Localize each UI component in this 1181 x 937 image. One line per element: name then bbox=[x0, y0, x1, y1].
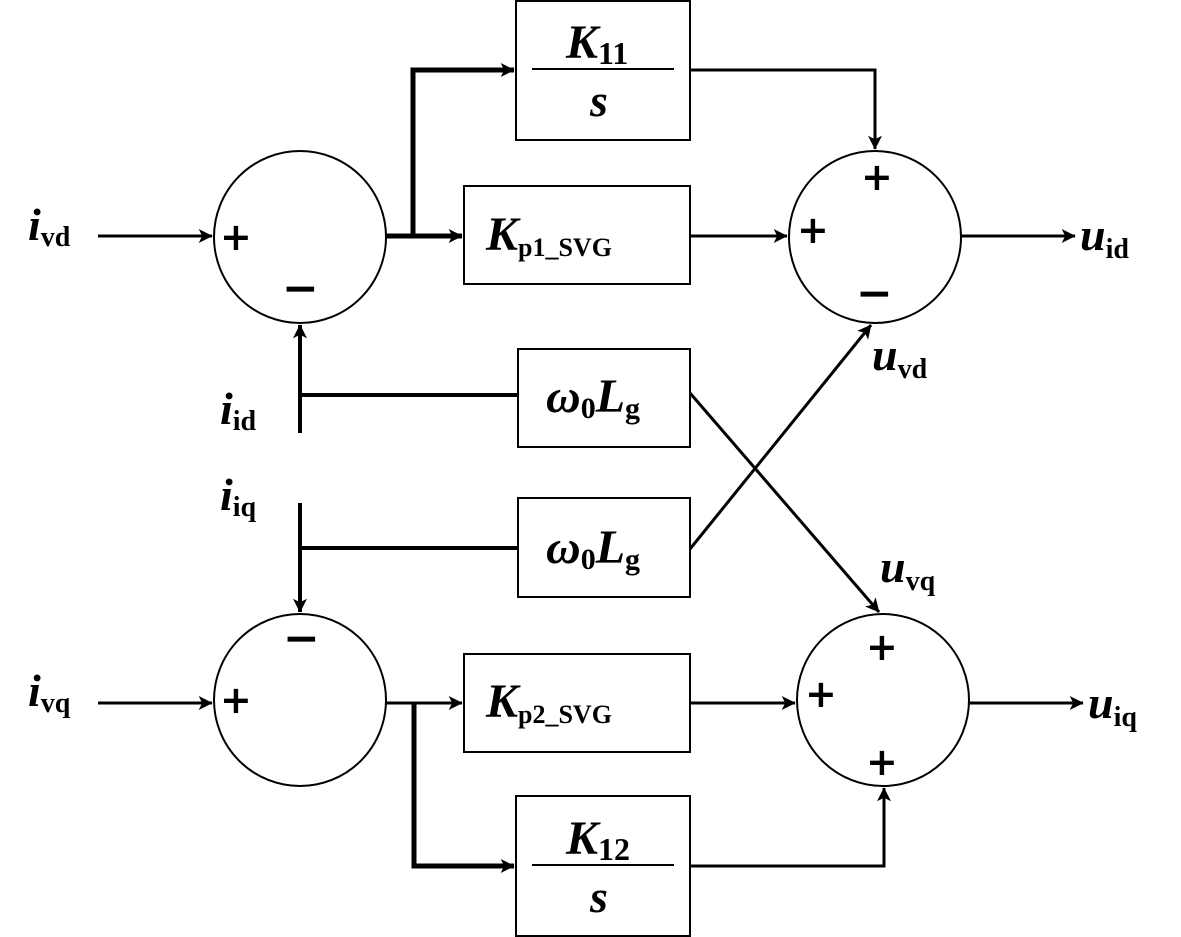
wire-s3-branch bbox=[411, 703, 515, 873]
wire-s1-branch bbox=[386, 63, 515, 239]
label-uvd: uvd bbox=[872, 329, 928, 385]
s2-sign-top: + bbox=[861, 155, 893, 199]
label-uid: uid bbox=[1080, 209, 1129, 265]
wire-k11-s2 bbox=[690, 68, 882, 150]
wl-bot-label: ω0Lg bbox=[546, 521, 640, 576]
summer-4 bbox=[796, 613, 970, 787]
s2-sign-left: + bbox=[797, 208, 829, 252]
label-ivq: ivq bbox=[28, 665, 71, 719]
block-wl-top bbox=[517, 348, 691, 448]
s4-sign-left: + bbox=[805, 672, 837, 716]
kp2-label: Kp2_SVG bbox=[485, 675, 612, 729]
label-uvq: uvq bbox=[880, 541, 936, 597]
wire-k12-s4 bbox=[690, 787, 891, 868]
label-iiq: iiq bbox=[220, 469, 257, 523]
wl-top-label: ω0Lg bbox=[546, 370, 640, 425]
k11-numerator: K11 bbox=[565, 16, 628, 71]
k11-denominator: s bbox=[589, 75, 608, 126]
s3-sign-left: + bbox=[220, 678, 252, 722]
s1-sign-bottom: − bbox=[282, 263, 319, 314]
s2-sign-bottom: − bbox=[856, 268, 893, 319]
label-uiq: uiq bbox=[1088, 677, 1137, 733]
s3-sign-top: − bbox=[283, 613, 320, 664]
s1-sign-left: + bbox=[220, 215, 252, 259]
summer-3 bbox=[213, 613, 387, 787]
wire-wltop-s4 bbox=[688, 392, 881, 613]
label-ivd: ivd bbox=[28, 199, 71, 253]
kp1-label: Kp1_SVG bbox=[485, 208, 612, 262]
wire-wlbot-s2 bbox=[688, 324, 873, 550]
label-iid: iid bbox=[220, 383, 257, 437]
s4-sign-top: + bbox=[866, 625, 898, 669]
k12-numerator: K12 bbox=[565, 812, 630, 867]
s4-sign-bottom: + bbox=[866, 740, 898, 784]
k12-denominator: s bbox=[589, 871, 608, 922]
